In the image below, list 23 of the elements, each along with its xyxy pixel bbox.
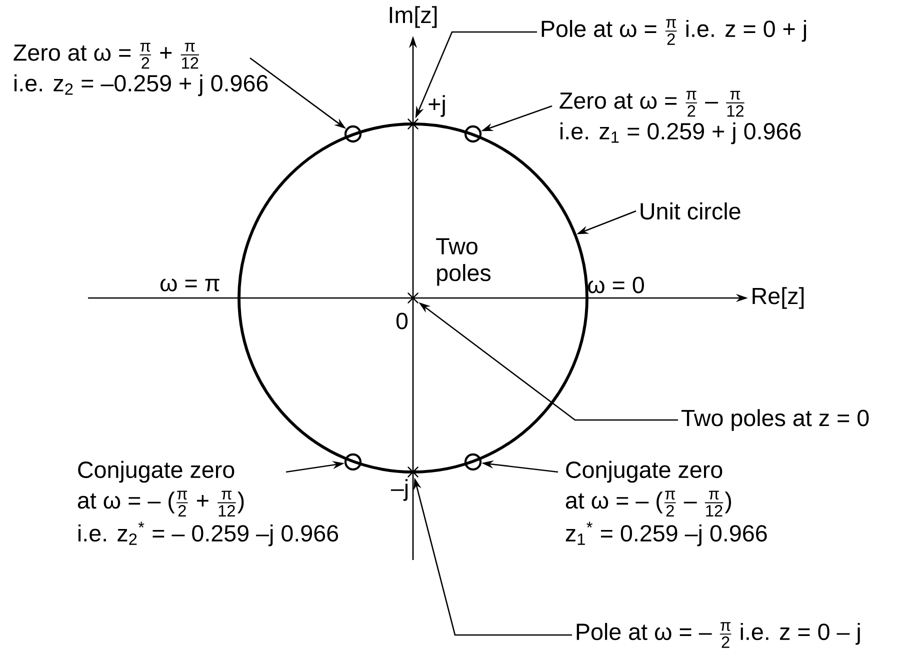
callout-text: $\text{Zero at ω = }\frac{\text{π}}{\text{2}}\text{ – }\frac{\text{π}}{\text{12}}$ i.e. z$_{1}$ = 0.259 + j 0.966 xyxy=(560,90,801,144)
zero-marker xyxy=(344,125,362,143)
angle-label: ω = π xyxy=(160,278,220,292)
callout-text: $\text{Zero at ω = }\frac{\text{π}}{\text{2}}\text{ + }\frac{\text{π}}{\text{12}}$ i.e. z$_{2}$ = –0.259 + j 0.966 xyxy=(14,42,268,96)
pole-marker xyxy=(408,292,418,304)
callout-text: $\text{Pole at ω = – }\frac{\text{π}}{\text{2}}\text{ i.e. z = 0 – j}$ xyxy=(576,622,860,648)
zero-marker xyxy=(464,453,482,471)
zero-marker xyxy=(344,453,362,471)
tick-label: +j xyxy=(428,95,445,117)
callout-text: Conjugate zero $\text{at ω = – (}\frac{\text{π}}{\text{2}}\text{ – }\frac{\text{π}}{\text{12}}\text{)}$ z$_{1}$$^{*}$ = 0.259 –j 0.966 xyxy=(566,460,767,546)
callout-text: Conjugate zero $\text{at ω = – (}\frac{\text{π}}{\text{2}}\text{ + }\frac{\text{π}}{\text{12}}\text{)}$ i.e. z$_{2}$$^{*}$ = – 0.259 –j 0.966 xyxy=(78,460,338,546)
axis-label: Re[z] xyxy=(752,287,804,309)
callout-text: $\text{Pole at ω = }\frac{\text{π}}{\text{2}}\text{ i.e. z = 0 + j}$ xyxy=(542,19,806,45)
callout-text: Unit circle xyxy=(640,202,740,220)
zero-marker xyxy=(464,125,482,143)
tick-label: 0 xyxy=(396,312,408,330)
callout-text: Two poles at z = 0 xyxy=(681,409,869,431)
point-label: Two poles xyxy=(436,238,491,286)
axis-label: Im[z] xyxy=(390,6,437,28)
pole-marker xyxy=(408,466,418,478)
tick-label: –j xyxy=(390,479,408,501)
angle-label: ω = 0 xyxy=(588,276,644,294)
pole-marker xyxy=(408,118,418,130)
